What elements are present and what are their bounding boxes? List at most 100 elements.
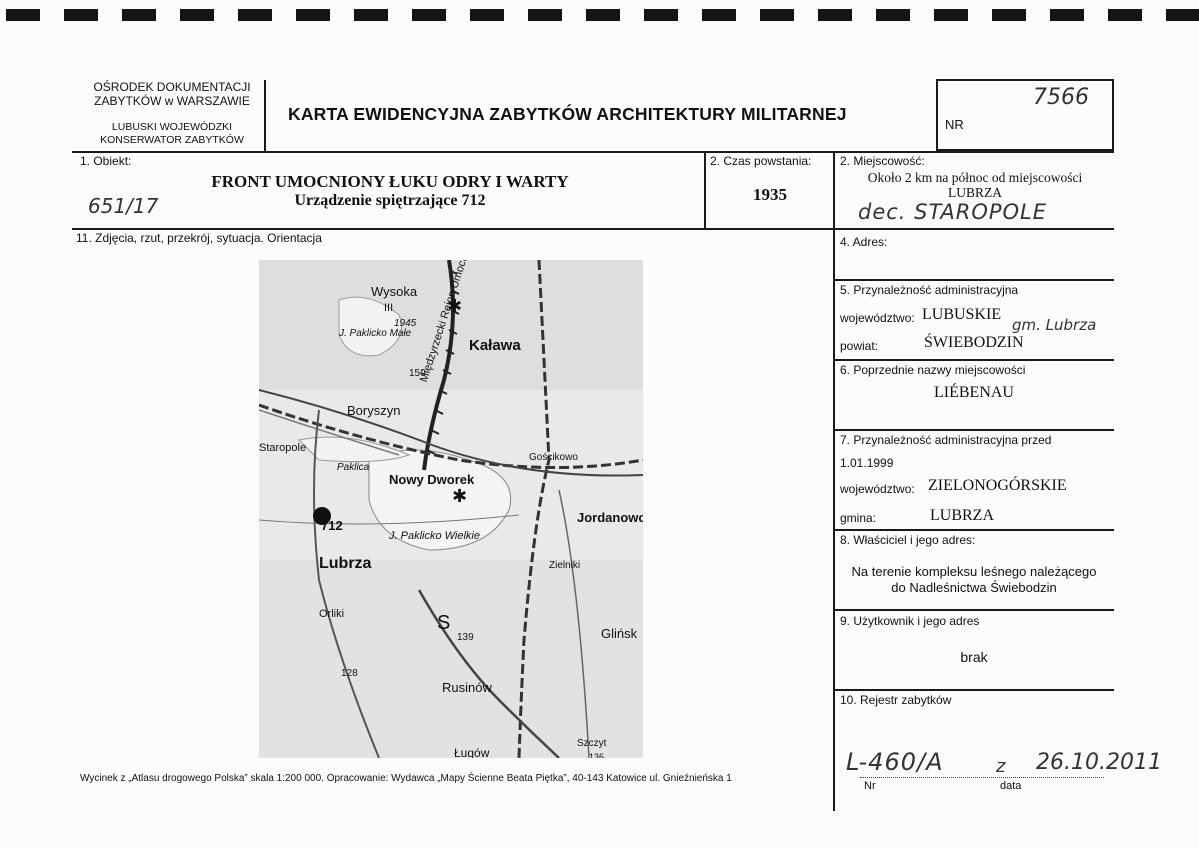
przynaleznosc-rule bbox=[834, 359, 1114, 361]
wlasciciel-label: 8. Właściciel i jego adres: bbox=[840, 533, 976, 547]
czas-divider bbox=[833, 152, 835, 229]
binder-hole bbox=[934, 9, 968, 21]
map-river-paklica: Paklica bbox=[337, 462, 370, 473]
zdjecia-label: 11. Zdjęcia, rzut, przekrój, sytuacja. O… bbox=[76, 231, 322, 245]
map-lake-paklicko-male: J. Paklicko Małe bbox=[339, 328, 412, 339]
czas-label: 2. Czas powstania: bbox=[710, 154, 812, 168]
map-place-boryszyn: Boryszyn bbox=[347, 403, 401, 418]
map-place-lubrza: Lubrza bbox=[319, 555, 372, 572]
binder-hole bbox=[644, 9, 678, 21]
rejestr-data-label: data bbox=[1000, 780, 1022, 792]
map-number-128: 128 bbox=[341, 668, 358, 679]
przed-wojewodztwo-label: województwo: bbox=[840, 482, 915, 496]
map-place-kalawa: Kaława bbox=[469, 337, 521, 354]
nr-label: NR bbox=[945, 117, 964, 132]
adres-rule bbox=[834, 279, 1114, 281]
map-drawing: ✱ ✱ bbox=[259, 260, 643, 758]
binder-hole bbox=[296, 9, 330, 21]
binder-hole bbox=[586, 9, 620, 21]
svg-text:✱: ✱ bbox=[452, 486, 467, 507]
rejestr-label: 10. Rejestr zabytków bbox=[840, 693, 952, 707]
wlasciciel-line1: Na terenie kompleksu leśnego należącego bbox=[851, 564, 1097, 579]
map-number-139: 139 bbox=[457, 632, 474, 643]
wlasciciel-line2: do Nadleśnictwa Świebodzin bbox=[891, 580, 1057, 595]
rejestr-nr-label: Nr bbox=[864, 780, 876, 792]
binder-hole bbox=[122, 9, 156, 21]
map-marker-label: 712 bbox=[321, 518, 343, 533]
przynaleznosc-przed-label: 7. Przynależność administracyjna przed bbox=[840, 433, 1052, 447]
map-place-orliki: Orliki bbox=[319, 608, 345, 620]
map-place-rusinow: Rusinów bbox=[442, 680, 492, 695]
przynaleznosc-przed-date: 1.01.1999 bbox=[840, 456, 894, 470]
binder-hole bbox=[354, 9, 388, 21]
map-caption: Wycinek z „Atlasu drogowego Polska” skal… bbox=[80, 773, 732, 784]
wojewodztwo-value: LUBUSKIE bbox=[922, 306, 1002, 323]
obiekt-divider bbox=[704, 152, 706, 229]
map-number-150: 150 bbox=[409, 368, 426, 379]
binder-hole bbox=[992, 9, 1026, 21]
binder-hole bbox=[760, 9, 794, 21]
svg-text:✱: ✱ bbox=[447, 296, 462, 317]
binder-hole bbox=[1050, 9, 1084, 21]
wojewodztwo-label: województwo: bbox=[840, 311, 915, 325]
miejscowosc-text: Około 2 km na północ od miejscowości LUB… bbox=[836, 170, 1114, 200]
binder-hole bbox=[528, 9, 562, 21]
binder-hole bbox=[180, 9, 214, 21]
rejestr-handwritten-nr: L-460/A bbox=[846, 748, 944, 776]
uzytkownik-value: brak bbox=[960, 649, 988, 665]
przed-gmina-value: LUBRZA bbox=[930, 507, 994, 524]
header-rule bbox=[72, 151, 1114, 153]
wlasciciel-value: Na terenie kompleksu leśnego należącego … bbox=[834, 564, 1114, 596]
map-marker-712 bbox=[313, 507, 331, 525]
binder-hole bbox=[412, 9, 446, 21]
uzytkownik-label: 9. Użytkownik i jego adres bbox=[840, 614, 980, 628]
przed-wojewodztwo-value: ZIELONOGÓRSKIE bbox=[928, 477, 1067, 494]
nr-box: NR 7566 bbox=[936, 79, 1114, 151]
map-place-nowy-dworek: Nowy Dworek bbox=[389, 472, 475, 487]
card-title: KARTA EWIDENCYJNA ZABYTKÓW ARCHITEKTURY … bbox=[288, 104, 847, 124]
binder-hole bbox=[1166, 9, 1199, 21]
binder-hole bbox=[876, 9, 910, 21]
poprzednie-rule bbox=[834, 429, 1114, 431]
nr-handwritten-value: 7566 bbox=[1033, 85, 1089, 110]
map-image: ✱ ✱ Wysoka Kaława Boryszyn Nowy Dworek G… bbox=[259, 260, 643, 758]
miejscowosc-line1: Około 2 km na północ od miejscowości bbox=[867, 170, 1083, 185]
obiekt-subname: Urządzenie spiętrzające 712 bbox=[294, 192, 486, 209]
map-roman: III bbox=[384, 302, 394, 314]
rejestr-handwritten-date: 26.10.2011 bbox=[1036, 750, 1162, 775]
przed-gmina-label: gmina: bbox=[840, 511, 877, 525]
map-place-wysoka: Wysoka bbox=[371, 284, 418, 299]
poprzednie-value: LIÉBENAU bbox=[934, 384, 1014, 401]
poprzednie-label: 6. Poprzednie nazwy miejscowości bbox=[840, 363, 1026, 377]
binder-hole bbox=[238, 9, 272, 21]
binder-hole bbox=[702, 9, 736, 21]
map-place-goscikowo: Gościkowo bbox=[529, 452, 578, 463]
gmina-handwritten: gm. Lubrza bbox=[1012, 316, 1097, 334]
obiekt-name: FRONT UMOCNIONY ŁUKU ODRY I WARTY bbox=[211, 172, 569, 191]
czas-value: 1935 bbox=[753, 185, 787, 204]
map-place-jordanowo: Jordanowo bbox=[577, 510, 643, 525]
miejscowosc-label: 2. Miejscowość: bbox=[840, 154, 925, 168]
map-place-glinsk: Glińsk bbox=[601, 626, 638, 641]
obiekt-label: 1. Obiekt: bbox=[80, 154, 132, 168]
map-number-1945: 1945 bbox=[394, 318, 417, 329]
map-number-136: 136 bbox=[589, 752, 605, 758]
conservator-line1: LUBUSKI WOJEWÓDZKI bbox=[111, 121, 233, 133]
map-road-s: S bbox=[437, 612, 451, 634]
map-lake-paklicko-wielkie: J. Paklicko Wielkie bbox=[389, 530, 480, 542]
institution-line1: OŚRODEK DOKUMENTACJI bbox=[93, 80, 251, 94]
binder-hole bbox=[64, 9, 98, 21]
binder-hole bbox=[6, 9, 40, 21]
powiat-label: powiat: bbox=[840, 339, 879, 353]
conservator-name: LUBUSKI WOJEWÓDZKI KONSERWATOR ZABYTKÓW bbox=[82, 121, 262, 147]
binder-hole bbox=[1108, 9, 1142, 21]
binder-hole bbox=[470, 9, 504, 21]
powiat-value: ŚWIEBODZIN bbox=[924, 334, 1024, 351]
institution-line2: ZABYTKÓW w WARSZAWIE bbox=[94, 94, 250, 108]
uzytkownik-rule bbox=[834, 689, 1114, 691]
binder-hole bbox=[818, 9, 852, 21]
map-place-staropole: Staropole bbox=[259, 442, 307, 454]
przynaleznosc-label: 5. Przynależność administracyjna bbox=[840, 283, 1019, 297]
przed-rule bbox=[834, 529, 1114, 531]
header-divider bbox=[264, 80, 266, 152]
